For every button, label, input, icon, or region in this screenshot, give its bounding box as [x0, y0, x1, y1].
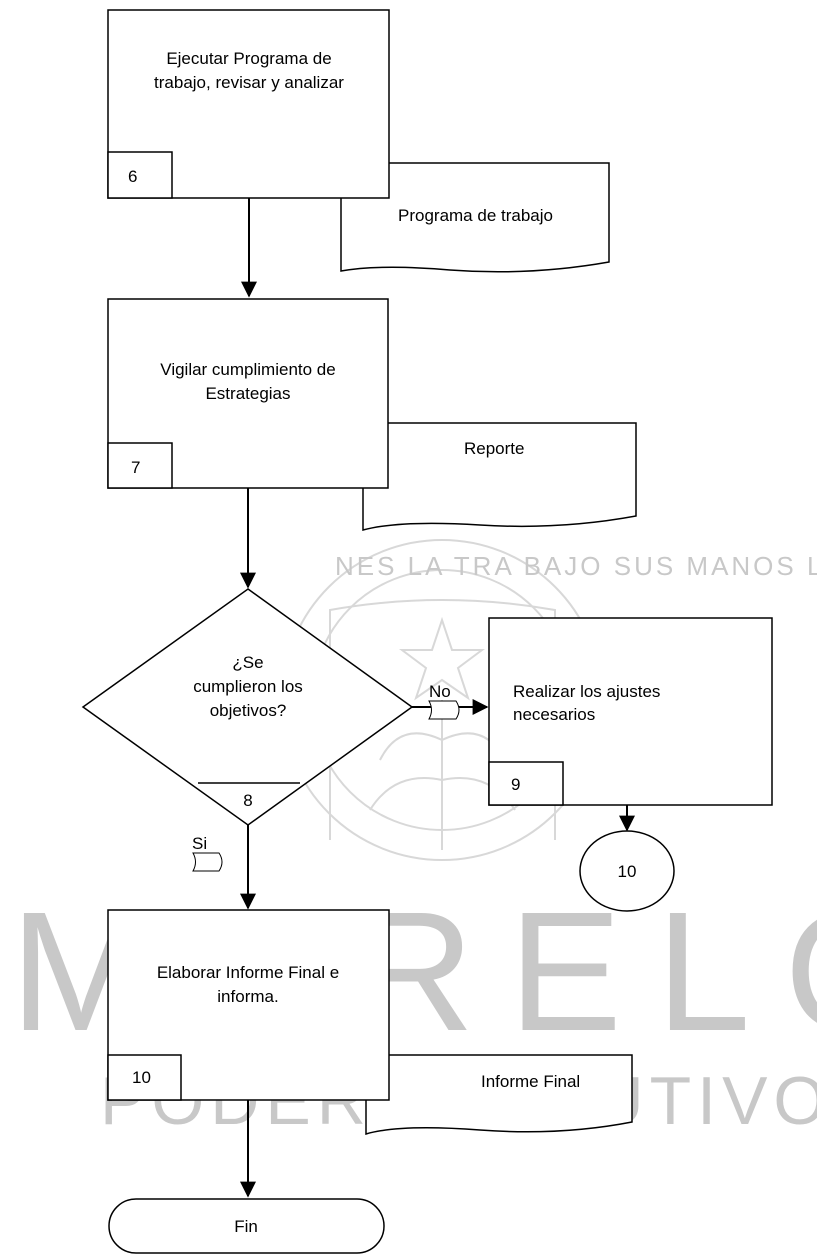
process-label-10-line2: informa.: [217, 987, 278, 1006]
step-7: Reporte Vigilar cumplimiento de Estrateg…: [107, 298, 637, 531]
process-label-7-line2: Estrategias: [205, 384, 290, 403]
document-shape-informe: [365, 1054, 633, 1136]
process-label-9-line2: necesarios: [513, 705, 595, 724]
branch-label-no: No: [429, 682, 451, 701]
step-number-8: 8: [243, 791, 252, 810]
step-number-box-7: [107, 442, 173, 489]
decision-label-line2: cumplieron los: [193, 677, 303, 696]
terminator-fin: Fin: [108, 1198, 385, 1254]
step-number-10: 10: [132, 1068, 151, 1087]
watermark-seal: NES LA TRA BAJO SUS MANOS LA TIERRA VOLV…: [281, 539, 817, 861]
terminator-shape: [108, 1198, 385, 1254]
decision-label-line3: objetivos?: [210, 701, 287, 720]
document-mini-icon-si: [192, 852, 223, 872]
offpage-connector-10: [579, 830, 675, 912]
step-number-box-6: [107, 151, 173, 199]
document-mini-icon-no: [428, 700, 460, 720]
process-label-9-line1: Realizar los ajustes: [513, 682, 660, 701]
document-label-informe: Informe Final: [481, 1072, 580, 1091]
step-number-box-10: [107, 1054, 182, 1101]
step-9: Realizar los ajustes necesarios 9: [488, 617, 773, 806]
process-label-7-line1: Vigilar cumplimiento de: [160, 360, 335, 379]
decision-label-line1: ¿Se: [232, 653, 263, 672]
branch-label-si: Si: [192, 834, 207, 853]
document-shape-reporte: [362, 422, 637, 531]
step-10: Informe Final Elaborar Informe Final e i…: [107, 909, 633, 1136]
process-label-6-line2: trabajo, revisar y analizar: [154, 73, 344, 92]
step-number-7: 7: [131, 458, 140, 477]
process-label-6-line1: Ejecutar Programa de: [166, 49, 331, 68]
step-6: Programa de trabajo Ejecutar Programa de…: [107, 9, 610, 273]
document-label-reporte: Reporte: [464, 439, 524, 458]
document-label-programa: Programa de trabajo: [398, 206, 553, 225]
step-number-6: 6: [128, 167, 137, 186]
watermark-seal-text: NES LA TRA BAJO SUS MANOS LA TIERRA VOLV…: [335, 551, 817, 581]
document-shape-programa: [340, 162, 610, 273]
step-8-decision: ¿Se cumplieron los objetivos? 8: [81, 588, 414, 826]
offpage-connector-label: 10: [618, 862, 637, 881]
terminator-label: Fin: [234, 1217, 258, 1236]
step-number-9: 9: [511, 775, 520, 794]
step-number-box-9: [488, 761, 564, 806]
process-label-10-line1: Elaborar Informe Final e: [157, 963, 339, 982]
